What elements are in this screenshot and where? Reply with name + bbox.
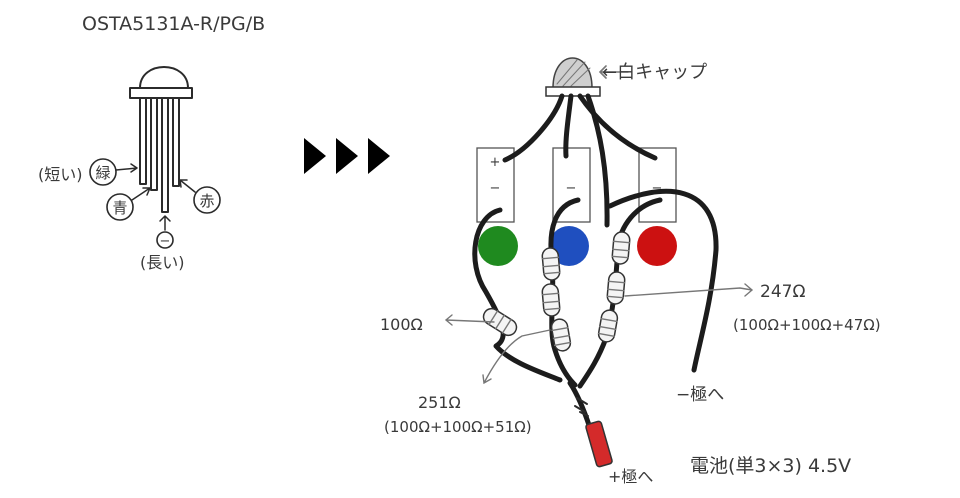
part-number: OSTA5131A-R/PG/B bbox=[82, 13, 265, 35]
pin-common-leg bbox=[161, 97, 169, 213]
resistor-blue-1 bbox=[541, 247, 561, 281]
led-leads bbox=[502, 93, 658, 228]
lead-red bbox=[577, 93, 658, 161]
leader-251 bbox=[482, 329, 551, 385]
lead-green bbox=[502, 93, 565, 163]
pad-blue bbox=[552, 147, 591, 223]
resistor-red-3 bbox=[597, 309, 619, 343]
resistor-red-detail: (100Ω+100Ω+47Ω) bbox=[733, 316, 881, 334]
led-dot-red bbox=[637, 226, 677, 266]
resistor-green-value: 100Ω bbox=[380, 315, 423, 334]
plus-connector bbox=[585, 420, 613, 468]
label-blue-circle bbox=[106, 193, 134, 221]
battery-minus-label: −極へ bbox=[676, 385, 724, 405]
pads: + − − − bbox=[476, 147, 677, 223]
triangle-arrow-3 bbox=[368, 138, 390, 174]
annotation-leaders bbox=[444, 283, 754, 385]
pad-green bbox=[476, 147, 515, 223]
triangle-arrow-2 bbox=[336, 138, 358, 174]
resistors bbox=[482, 231, 631, 352]
resistor-green bbox=[482, 307, 518, 337]
label-green: 緑 bbox=[95, 164, 110, 182]
pad-red-minus: − bbox=[652, 181, 663, 196]
led-dome bbox=[139, 66, 189, 89]
pad-green-minus: − bbox=[490, 181, 501, 196]
label-red: 赤 bbox=[199, 192, 214, 210]
battery-plus-label: +極へ bbox=[608, 467, 653, 486]
resistor-blue-detail: (100Ω+100Ω+51Ω) bbox=[384, 418, 532, 436]
arrow-green bbox=[115, 163, 138, 173]
battery-label: 電池(単3×3) 4.5V bbox=[690, 455, 851, 477]
label-red-circle bbox=[193, 186, 221, 214]
leader-247 bbox=[624, 283, 754, 297]
label-common-long: (長い) bbox=[140, 253, 185, 272]
cap-hatching bbox=[556, 59, 591, 87]
label-common-sign: − bbox=[160, 234, 171, 249]
junction-twist bbox=[574, 397, 589, 417]
pad-red bbox=[638, 147, 677, 223]
pad-green-plus: + bbox=[490, 155, 501, 170]
arrow-red bbox=[179, 179, 196, 193]
resistor-red-2 bbox=[606, 271, 626, 305]
leader-100 bbox=[444, 314, 495, 326]
led-dot-green bbox=[478, 226, 518, 266]
led-sketch bbox=[129, 66, 193, 213]
label-blue: 青 bbox=[112, 199, 127, 217]
resistor-blue-2 bbox=[541, 283, 561, 317]
lead-blue bbox=[563, 93, 574, 159]
lead-common bbox=[585, 93, 610, 228]
resistor-blue-3 bbox=[550, 318, 572, 352]
resistor-red-1 bbox=[611, 231, 631, 265]
led-with-cap bbox=[545, 57, 601, 97]
label-green-short: (短い) bbox=[38, 165, 83, 184]
led-flange bbox=[129, 87, 193, 99]
label-green-circle bbox=[89, 158, 117, 186]
label-common-circle bbox=[156, 231, 174, 249]
triangle-arrow-1 bbox=[304, 138, 326, 174]
pad-blue-minus: − bbox=[566, 181, 577, 196]
resistor-red-value: 247Ω bbox=[760, 282, 805, 302]
pin-blue-leg bbox=[150, 97, 158, 191]
wire-battery-minus bbox=[607, 188, 719, 373]
white-cap-dome bbox=[552, 57, 593, 89]
wire-battery-plus bbox=[567, 380, 593, 431]
pin-green-leg bbox=[139, 97, 147, 185]
resistor-blue-value: 251Ω bbox=[418, 393, 461, 412]
arrow-common bbox=[159, 215, 171, 231]
pin-red-leg bbox=[172, 97, 180, 187]
direction-arrows bbox=[304, 138, 390, 174]
arrow-blue bbox=[131, 187, 151, 201]
white-cap-label: ←白キャップ bbox=[602, 62, 707, 83]
cap-arrow bbox=[598, 65, 629, 79]
